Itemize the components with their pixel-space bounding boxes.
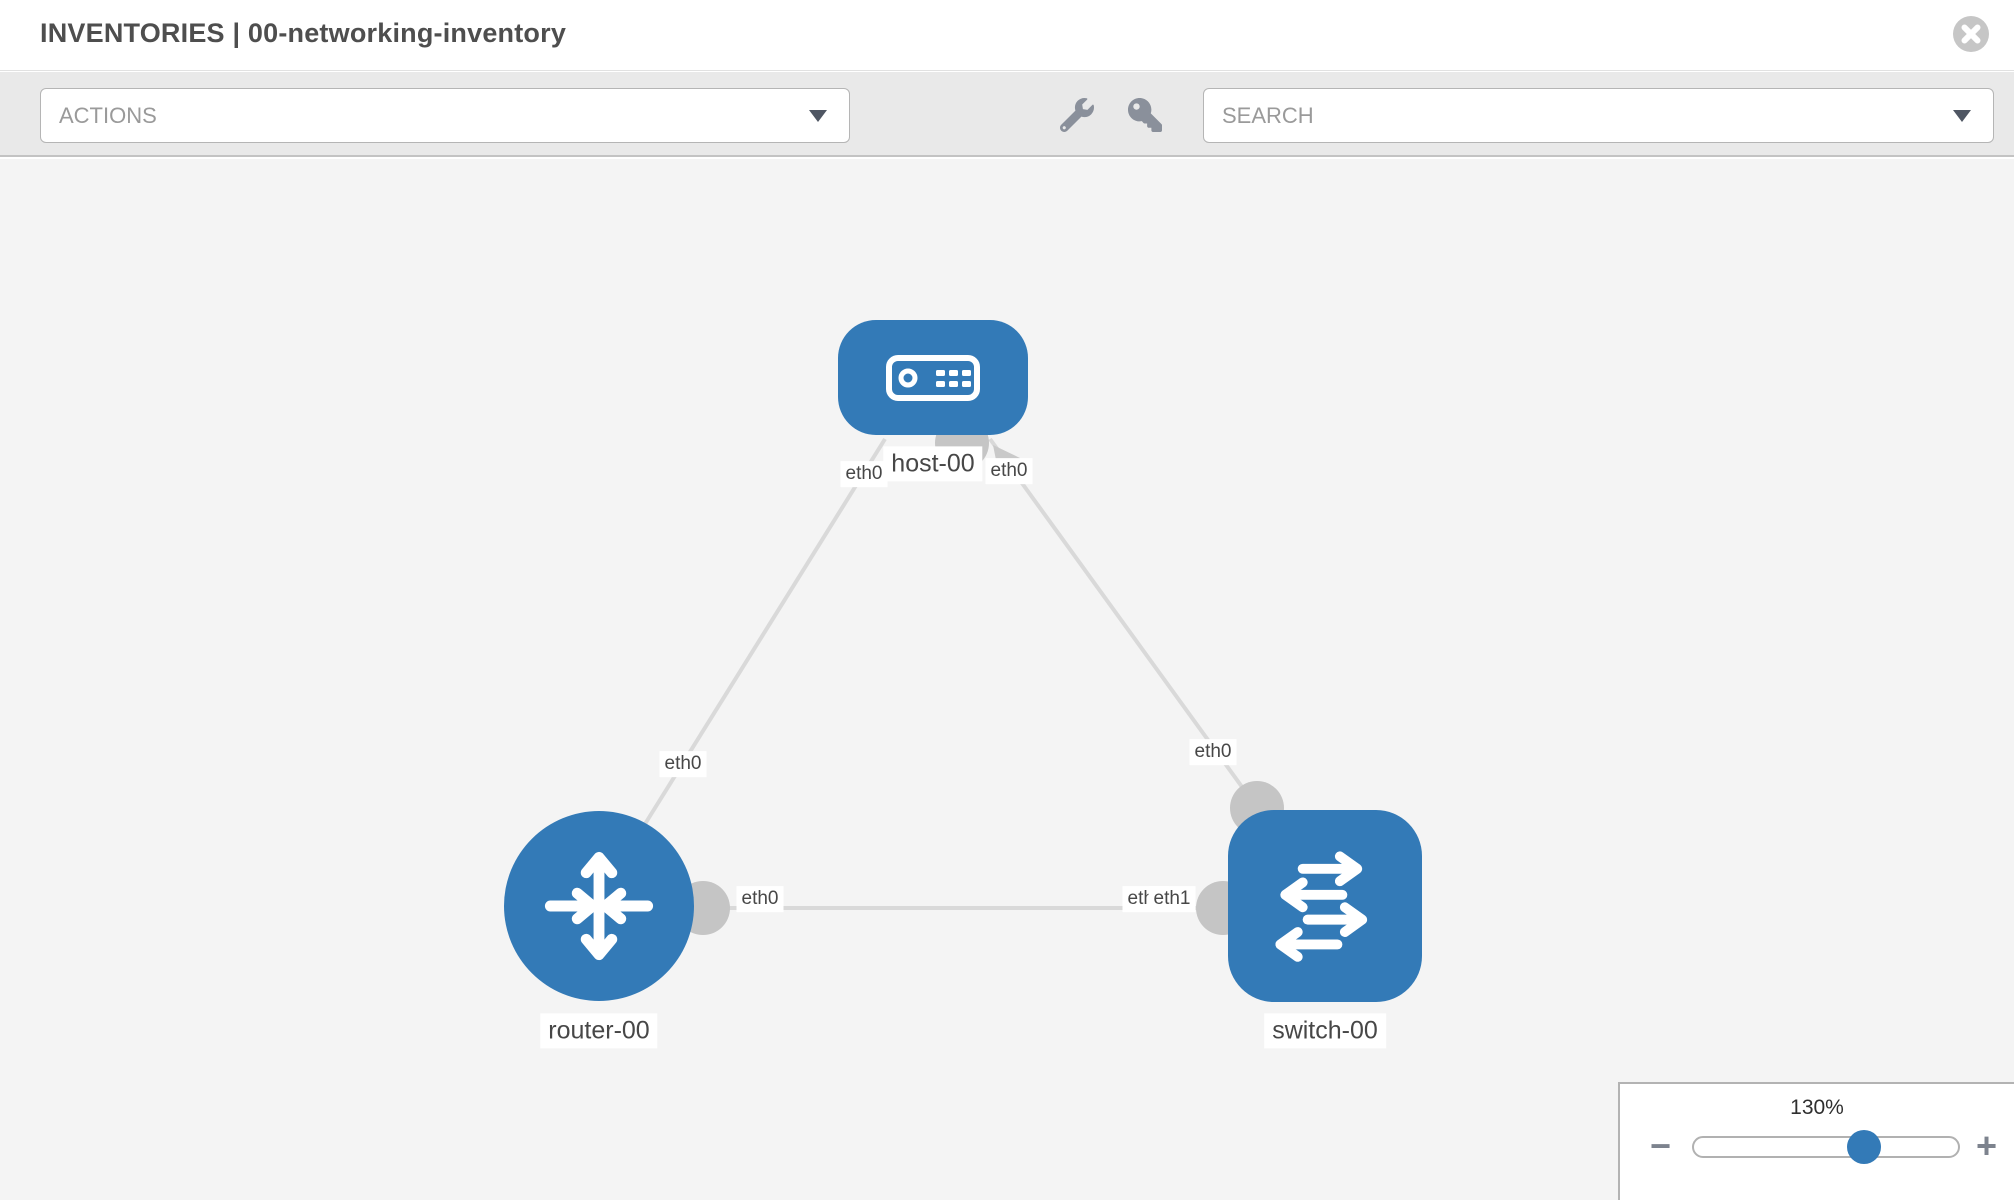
zoom-percent: 130% <box>1790 1096 1844 1119</box>
close-button[interactable] <box>1952 15 1990 53</box>
actions-dropdown-label: ACTIONS <box>59 102 157 128</box>
topology-links-layer <box>638 416 1284 935</box>
chevron-down-icon <box>1953 109 1971 122</box>
node-host-00[interactable] <box>838 320 1028 435</box>
router-arrows-icon <box>544 851 654 961</box>
search-dropdown-label: SEARCH <box>1222 102 1314 128</box>
wrench-icon[interactable] <box>1060 97 1094 132</box>
zoom-slider-thumb[interactable] <box>1847 1130 1882 1164</box>
chevron-down-icon <box>809 109 827 122</box>
key-icon[interactable] <box>1128 97 1162 132</box>
interface-label: eth0 <box>840 461 888 487</box>
toolbar-icons <box>1060 72 1162 157</box>
page-title: INVENTORIES | 00-networking-inventory <box>40 18 567 48</box>
node-router-00[interactable] <box>504 811 694 1001</box>
node-label[interactable]: router-00 <box>540 1013 658 1049</box>
node-switch-00[interactable] <box>1228 810 1422 1002</box>
interface-label: eth0 <box>985 458 1033 484</box>
interface-label: eth1 <box>1148 886 1196 912</box>
zoom-row: − + <box>1620 1128 2014 1168</box>
switch-arrows-icon <box>1275 851 1368 962</box>
actions-dropdown[interactable]: ACTIONS <box>40 88 850 143</box>
interface-label: eth0 <box>659 751 707 777</box>
toolbar: ACTIONS SEARCH <box>0 72 2014 157</box>
node-label[interactable]: switch-00 <box>1264 1013 1386 1049</box>
server-icon <box>886 354 980 401</box>
zoom-slider[interactable] <box>1692 1130 1960 1164</box>
zoom-out-button[interactable]: − <box>1650 1125 1672 1166</box>
node-label[interactable]: host-00 <box>883 446 983 482</box>
header: INVENTORIES | 00-networking-inventory <box>0 0 2014 71</box>
zoom-in-button[interactable]: + <box>1976 1125 1998 1166</box>
interface-label: eth0 <box>736 886 784 912</box>
zoom-panel: 130% − + <box>1618 1082 2014 1200</box>
close-icon <box>1953 16 1989 52</box>
interface-label: eth0 <box>1189 739 1237 765</box>
search-dropdown[interactable]: SEARCH <box>1203 88 1994 143</box>
